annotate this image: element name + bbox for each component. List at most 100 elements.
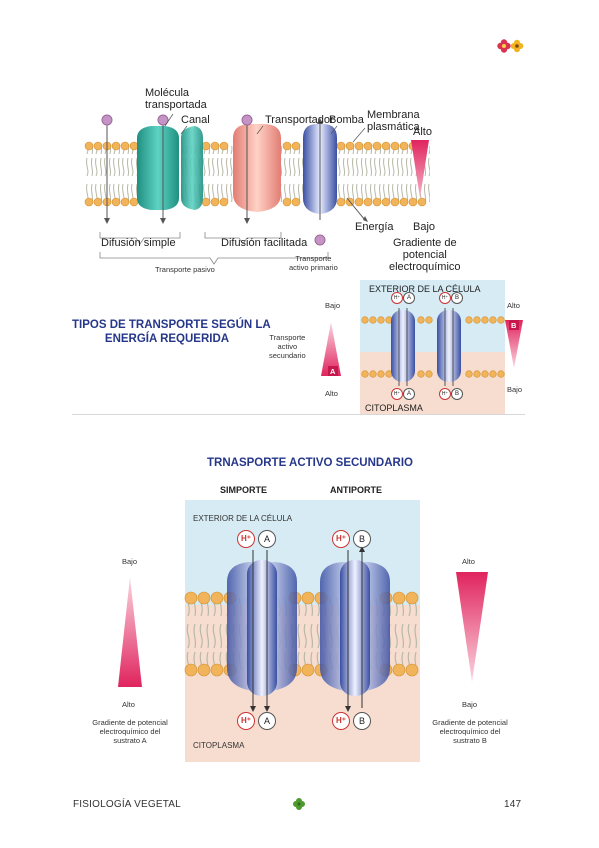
label-high-right: Alto [507, 301, 520, 310]
lipid-head [408, 197, 418, 207]
sub-b-bot: B [451, 388, 463, 400]
lipid-head [197, 663, 211, 677]
lipid-head [129, 197, 139, 207]
lipid-head [354, 141, 364, 151]
lipid-head [381, 197, 391, 207]
lipid-head [473, 316, 481, 324]
lipid-head [425, 370, 433, 378]
lipid-head [219, 197, 229, 207]
lipid-head [377, 316, 385, 324]
right-gradient-arrow [452, 570, 492, 690]
lipid-head [84, 197, 94, 207]
lipid-head [372, 197, 382, 207]
lipid-head [417, 197, 427, 207]
label-cytoplasm: CITOPLASMA [365, 403, 423, 413]
lipid-head [425, 316, 433, 324]
lipid-head [111, 141, 121, 151]
right-low: Bajo [462, 700, 478, 709]
label-pump: Bomba [329, 114, 364, 126]
figure-secondary-large: EXTERIOR DE LA CÉLULA CITOPLASMA H⁺ A H⁺… [184, 500, 420, 762]
lipid-head [489, 316, 497, 324]
label-passive-transport: Transporte pasivo [155, 265, 215, 274]
label-secondary-active: Transporte activo secundario [269, 333, 306, 360]
page-number: 147 [504, 799, 522, 810]
lipid-head [184, 591, 198, 605]
lipid-head [361, 370, 369, 378]
label-energy: Energía [355, 221, 394, 233]
lipid-head [120, 197, 130, 207]
lipid-head [390, 197, 400, 207]
lipid-head [291, 141, 301, 151]
lipid-head [210, 141, 220, 151]
label-transporter: Transportador [265, 114, 334, 126]
lipid-head [84, 141, 94, 151]
label-symport: SIMPORTE [220, 485, 268, 495]
ion-h-bot-1: H⁺ [237, 712, 255, 730]
lipid-head [129, 141, 139, 151]
lipid-head [497, 316, 505, 324]
marker-b: B [511, 321, 517, 330]
right-high: Alto [462, 557, 475, 566]
lipid-head [372, 141, 382, 151]
marker-a: A [330, 367, 336, 376]
left-gradient-arrow [110, 575, 150, 695]
lipid-head [282, 197, 292, 207]
flowers-icon [497, 38, 527, 54]
lipid-head [301, 663, 315, 677]
figure3-title: TRNASPORTE ACTIVO SECUNDARIO [207, 457, 413, 469]
label-low-right: Bajo [507, 385, 523, 394]
lipid-head [301, 591, 315, 605]
sub-b-bot: B [353, 712, 371, 730]
label-primary-active: Transporte activo primario [289, 254, 338, 272]
ion-h-bot-2: H⁺ [439, 388, 451, 400]
lipid-head [392, 591, 406, 605]
lipid-head [282, 141, 292, 151]
figure-transport-types: /* placeholder */ [84, 80, 525, 280]
lipid-head [465, 370, 473, 378]
lipid-head [399, 197, 409, 207]
right-gradient-label: Gradiente de potencial electroquímico de… [432, 718, 508, 745]
lipid-head [473, 370, 481, 378]
lipid-head [377, 370, 385, 378]
label-membrane: Membrana plasmática [367, 109, 420, 133]
lipid-head [497, 370, 505, 378]
lipid-head [363, 197, 373, 207]
section-title: TIPOS DE TRANSPORTE SEGÚN LA ENERGÍA REQ… [72, 319, 271, 345]
lipid-head [184, 663, 198, 677]
sub-a-top: A [403, 292, 415, 304]
lipid-head [210, 197, 220, 207]
label-exterior: EXTERIOR DE LA CÉLULA [193, 514, 293, 523]
label-high: Alto [413, 126, 432, 138]
lipid-head [405, 591, 419, 605]
lipid-head [369, 316, 377, 324]
lipid-head [465, 316, 473, 324]
lipid-head [93, 141, 103, 151]
lipid-head [336, 197, 346, 207]
lipid-head [489, 370, 497, 378]
sub-b-top: B [353, 530, 371, 548]
ion-h-top-2: H⁺ [332, 530, 350, 548]
sub-a-top: A [258, 530, 276, 548]
label-exterior: EXTERIOR DE LA CÉLULA [369, 284, 481, 294]
sub-a-bot: A [403, 388, 415, 400]
sub-b-top: B [451, 292, 463, 304]
label-low: Bajo [325, 301, 341, 310]
lipid-head [361, 316, 369, 324]
lipid-head [405, 663, 419, 677]
lipid-head [336, 141, 346, 151]
lipid-head [219, 141, 229, 151]
label-channel: Canal [181, 114, 210, 126]
label-gradient: Gradiente de potencial electroquímico [389, 237, 461, 273]
lipid-head [481, 316, 489, 324]
ion-h-bot-2: H⁺ [332, 712, 350, 730]
label-antiport: ANTIPORTE [330, 485, 383, 495]
lipid-head [93, 197, 103, 207]
lipid-head [120, 141, 130, 151]
lipid-head [363, 141, 373, 151]
lipid-head [354, 197, 364, 207]
label-cytoplasm: CITOPLASMA [193, 741, 245, 750]
left-high: Alto [122, 700, 135, 709]
sub-a-bot: A [258, 712, 276, 730]
lipid-head [197, 591, 211, 605]
divider [72, 414, 525, 415]
